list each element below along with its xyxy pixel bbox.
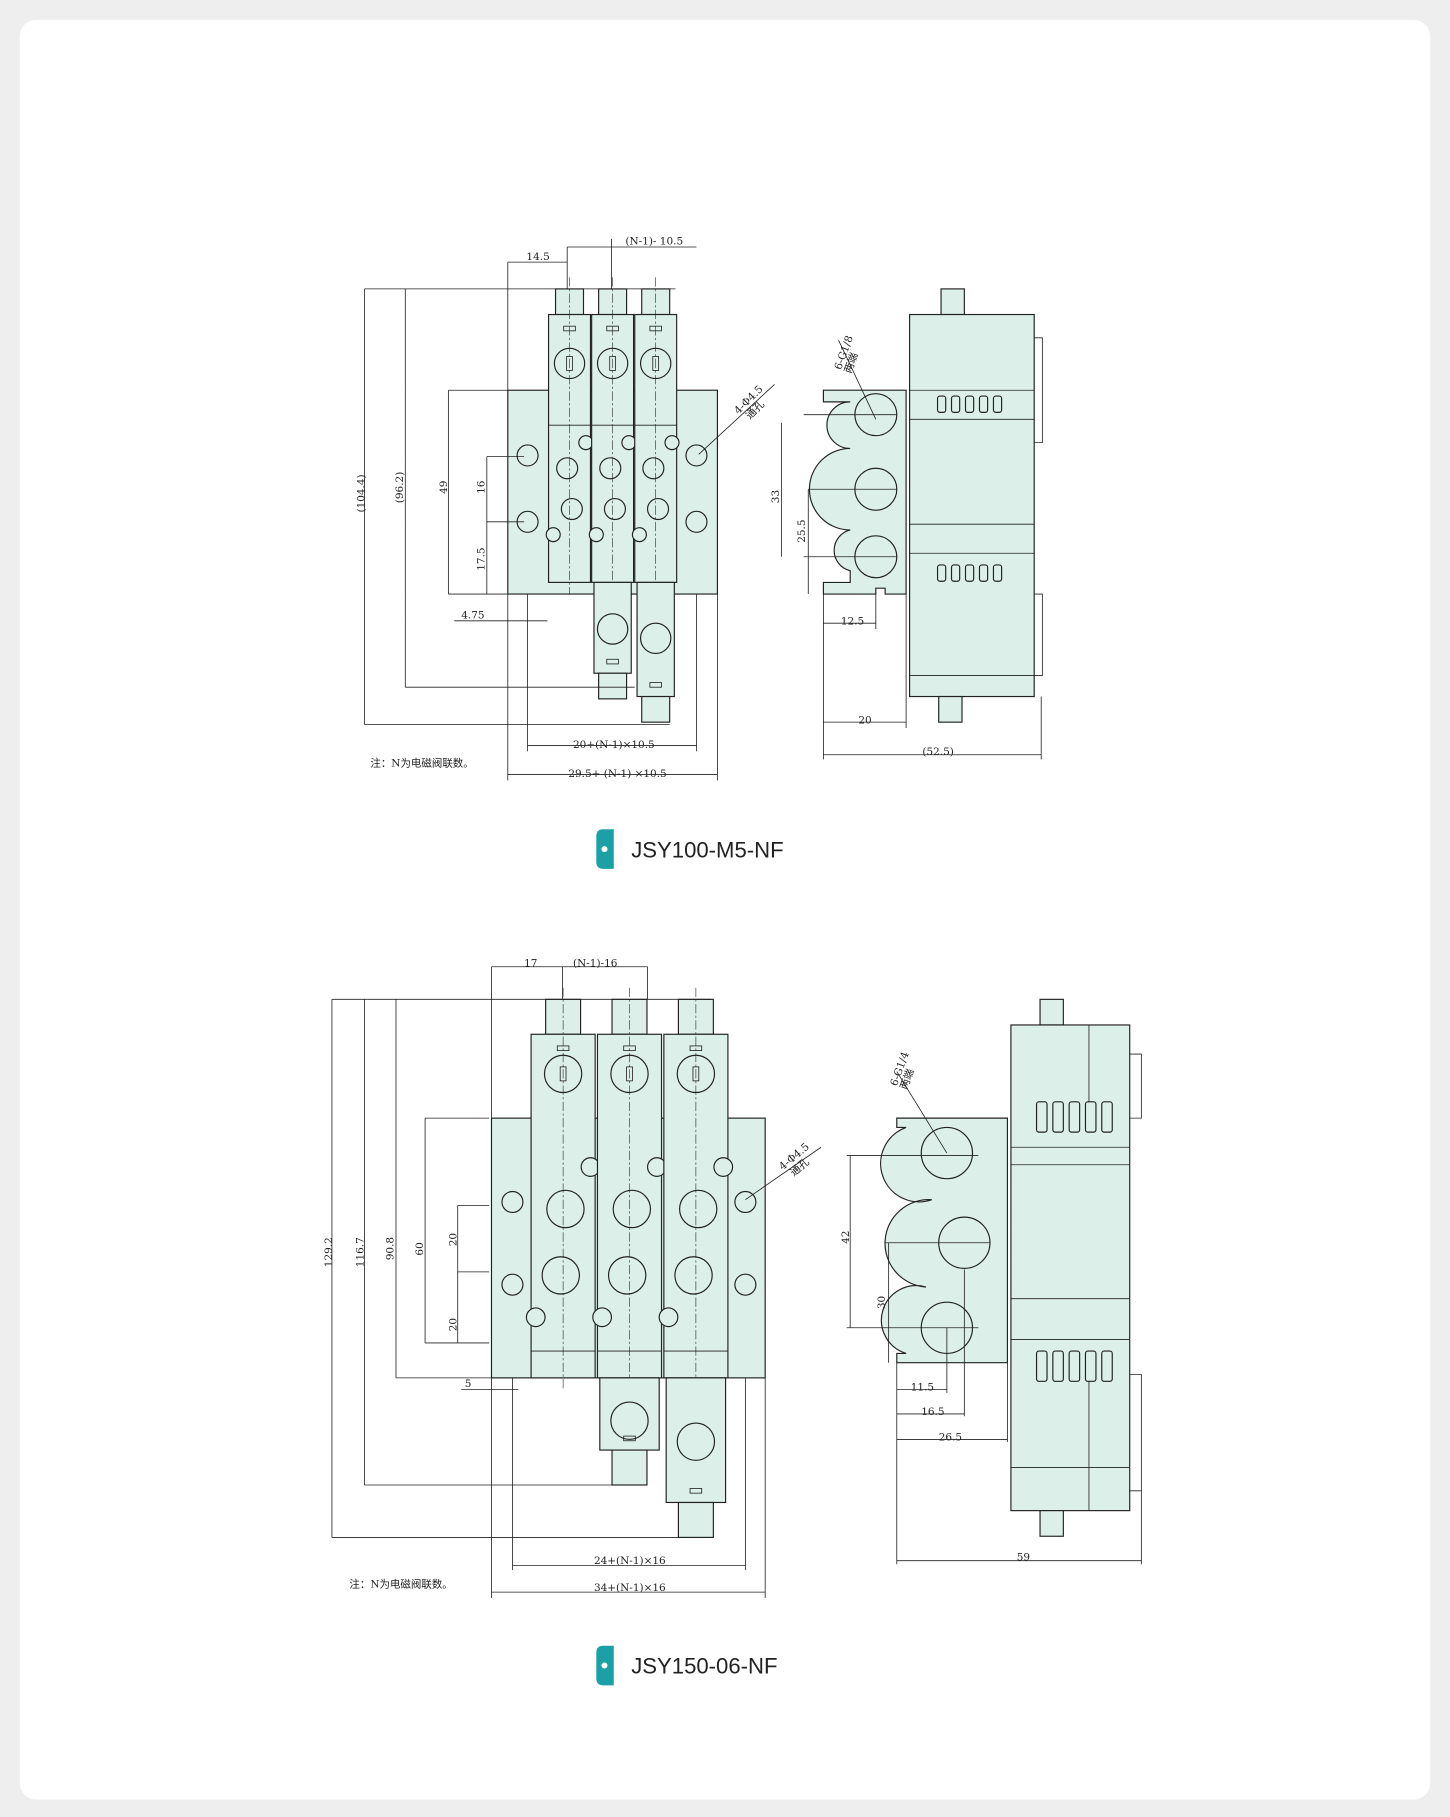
mount-hole	[685, 444, 708, 467]
side-stub-bottom	[1039, 1510, 1064, 1537]
dim-hole-pitch: 16	[475, 481, 487, 494]
dim-port-x1: 11.5	[911, 1382, 934, 1394]
dim-port-x: 12.5	[841, 615, 864, 627]
port-circles	[854, 393, 898, 579]
dim-port-x2: 16.5	[921, 1406, 944, 1418]
vent-slot	[964, 564, 975, 582]
drawing-jsy100: 14.5 (N-1)- 10.5 (104.4) (96.2) 49 16 17…	[356, 236, 1043, 869]
dim-port-offset: 30	[876, 1296, 888, 1309]
valve-3	[658, 987, 734, 1538]
screw-icon	[713, 1157, 734, 1177]
dim-pitch: (N-1)-16	[573, 958, 617, 970]
screw-icon	[592, 1307, 613, 1328]
mount-hole	[501, 1273, 524, 1296]
dim-overall-depth: 59	[1017, 1552, 1030, 1564]
dim-hole-offset: 17.5	[475, 547, 487, 570]
drawing-jsy150: 17 (N-1)-16 129.2 116.7 90.8 60 20 20 5 …	[323, 958, 1142, 1686]
dim-pitch-first: 14.5	[526, 251, 549, 263]
valve-2	[588, 277, 637, 700]
title-marker-icon	[596, 1645, 614, 1686]
manual-override-icon	[610, 1401, 649, 1440]
screw-icon	[545, 527, 561, 543]
vent-slot	[1068, 1350, 1081, 1382]
vent-slot	[1101, 1101, 1113, 1133]
vent-slot	[936, 564, 947, 582]
valve-2	[592, 987, 667, 1486]
dim-height-3: 90.8	[385, 1237, 397, 1260]
vent-slot	[1084, 1350, 1097, 1382]
mount-hole	[734, 1273, 757, 1296]
model-title: JSY100-M5-NF	[631, 837, 783, 862]
dim-edge: 4.75	[461, 610, 484, 622]
dim-pitch-first: 17	[524, 958, 537, 970]
vent-slot	[992, 564, 1003, 582]
vent-slot	[1052, 1350, 1064, 1382]
dim-edge: 5	[465, 1378, 472, 1390]
manual-override-icon	[676, 1422, 716, 1461]
dim-port-span: 33	[770, 490, 782, 503]
dim-plate-width: 29.5+ (N-1) ×10.5	[568, 768, 666, 780]
manual-override-icon	[596, 613, 629, 645]
dim-plate-height: 60	[414, 1242, 426, 1255]
dim-port-span: 42	[840, 1231, 852, 1244]
dim-hole-span: 24+(N-1)×16	[594, 1555, 666, 1567]
vent-slot	[992, 395, 1003, 413]
vent-slot	[1035, 1101, 1048, 1133]
vent-slot	[950, 564, 961, 582]
dim-height-2: (96.2)	[394, 472, 406, 503]
manual-override-icon	[639, 622, 672, 655]
dim-overall-height: (104.4)	[356, 474, 368, 512]
title-marker-icon	[596, 829, 614, 869]
dim-flange: 20	[858, 714, 871, 726]
dim-hole-offset: 20	[448, 1318, 460, 1331]
valve-3	[631, 277, 680, 723]
dim-plate-height: 49	[438, 481, 450, 494]
mount-hole	[516, 444, 539, 467]
dim-height-2: 116.7	[354, 1237, 366, 1267]
valve-1	[545, 277, 594, 595]
screw-icon	[664, 435, 680, 451]
dim-port-offset: 25.5	[796, 519, 808, 542]
dim-overall-depth: (52.5)	[922, 746, 953, 758]
note: 注：N为电磁阀联数。	[349, 1577, 452, 1590]
vent-slot	[1035, 1350, 1048, 1382]
screw-icon	[621, 435, 637, 451]
vent-slot	[950, 395, 961, 413]
vent-slot	[978, 395, 989, 413]
screw-icon	[525, 1307, 546, 1328]
dim-hole-span: 20+(N-1)×10.5	[573, 739, 655, 751]
side-body	[909, 313, 1035, 698]
vent-slot	[1084, 1101, 1097, 1133]
screw-icon	[588, 527, 604, 543]
vent-slot	[1101, 1350, 1113, 1382]
vent-slot	[964, 395, 975, 413]
screw-icon	[578, 435, 594, 451]
vent-slot	[978, 564, 989, 582]
note: 注：N为电磁阀联数。	[370, 756, 473, 769]
vent-slot	[1068, 1101, 1081, 1133]
side-stub-bottom	[938, 695, 963, 723]
mount-hole	[685, 510, 708, 533]
side-body	[1010, 1024, 1131, 1512]
model-title: JSY150-06-NF	[631, 1654, 777, 1679]
vent-slot	[1052, 1101, 1064, 1133]
dim-flange: 26.5	[939, 1432, 962, 1444]
side-stub-top	[940, 288, 965, 316]
dim-overall-height: 129.2	[323, 1237, 335, 1267]
mount-hole	[501, 1190, 524, 1214]
side-stub-top	[1039, 998, 1064, 1026]
dim-plate-width: 34+(N-1)×16	[594, 1582, 666, 1594]
valve-1	[525, 987, 601, 1390]
vent-slot	[936, 395, 947, 413]
dim-pitch: (N-1)- 10.5	[625, 236, 683, 248]
screw-icon	[658, 1307, 679, 1328]
screw-icon	[631, 527, 647, 543]
mount-hole	[734, 1190, 757, 1214]
card	[19, 19, 1431, 1800]
dim-hole-pitch: 20	[448, 1233, 460, 1246]
